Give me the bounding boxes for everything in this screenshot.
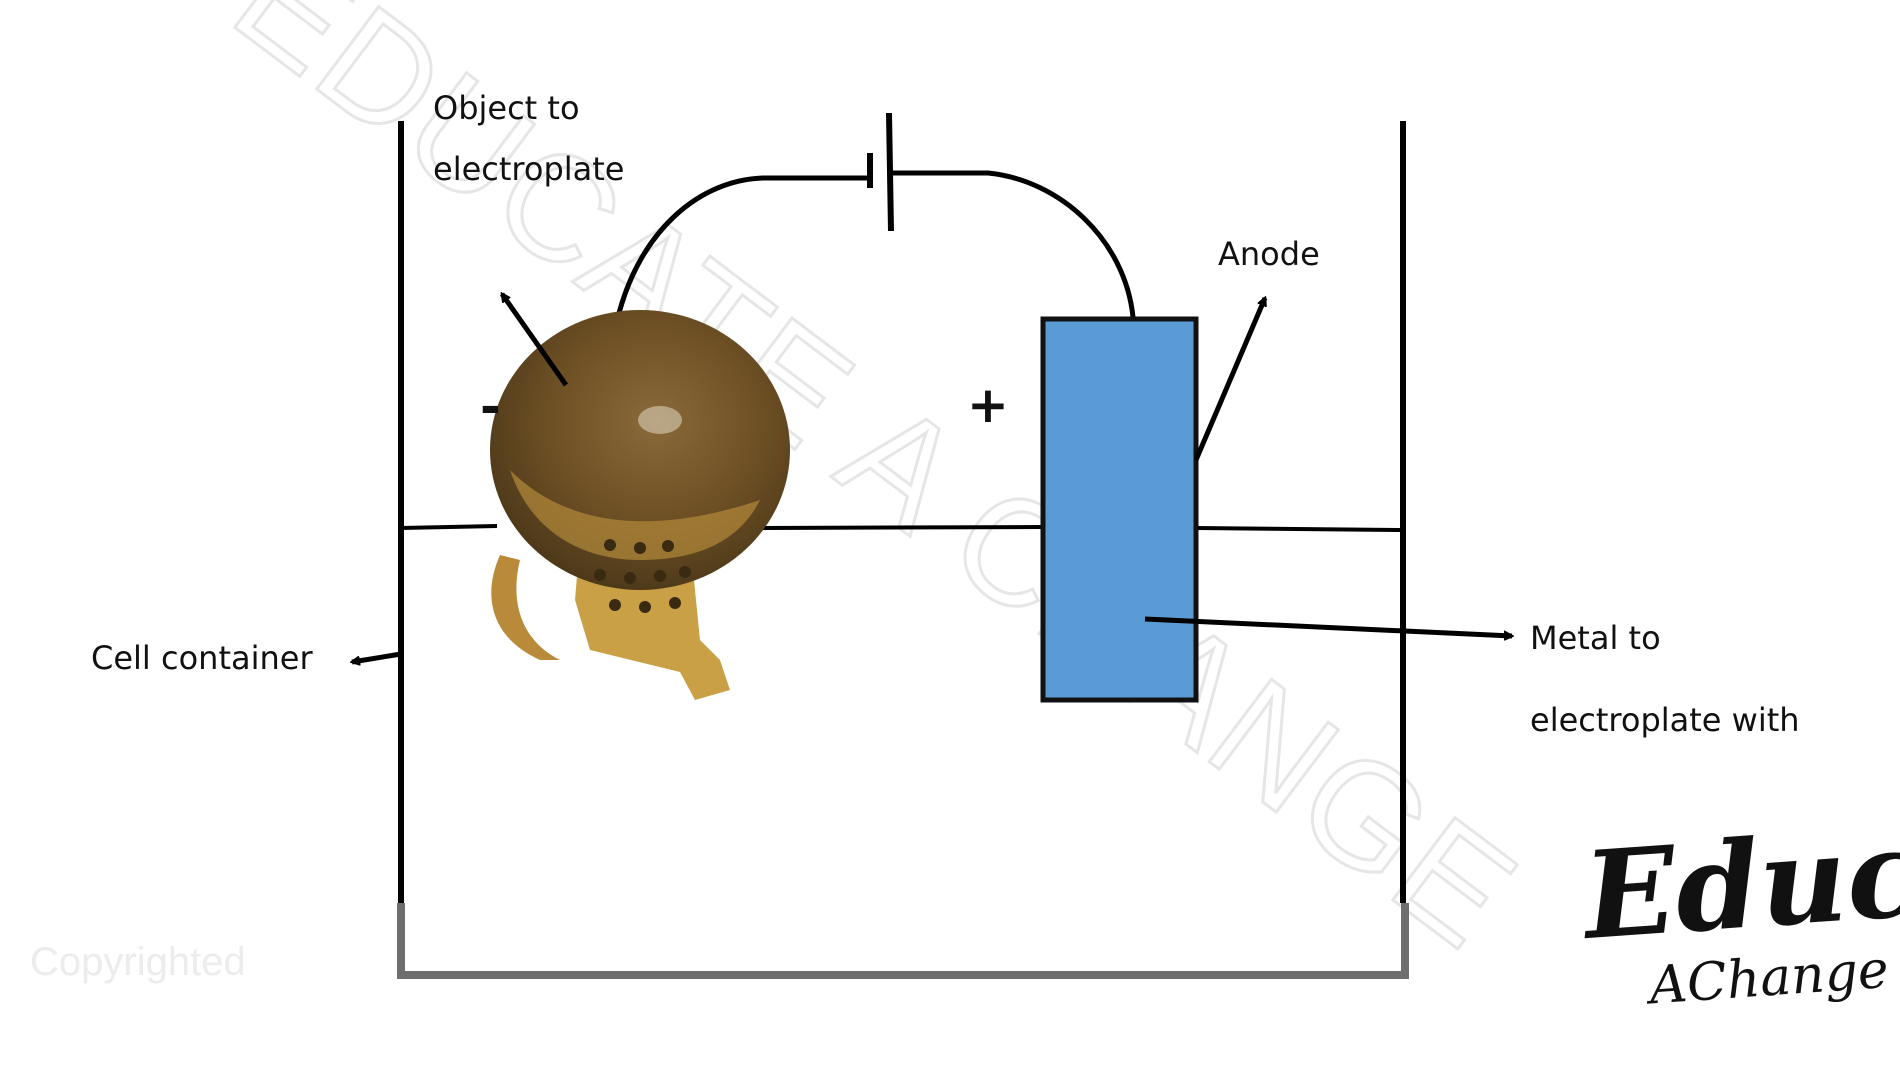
object-arrow: [499, 294, 569, 387]
battery-icon: [867, 112, 894, 232]
cell-container-label: Cell container: [91, 639, 313, 677]
electrolyte-surface: [400, 524, 1404, 532]
circuit-wire: [615, 170, 1136, 318]
copyright-watermark: Copyrighted: [30, 940, 246, 984]
container-arrow: [352, 651, 402, 662]
watermark: EDUCATE A CHANGE: [206, 0, 1545, 978]
jug-object: [490, 310, 790, 700]
anode-plate: [1040, 316, 1199, 703]
logo-line1: Educate: [1577, 788, 1900, 967]
negative-sign: -: [480, 378, 501, 436]
metal-label-line2: electroplate with: [1530, 701, 1800, 739]
metal-label-line1: Metal to: [1530, 619, 1661, 657]
educate-a-change-logo: Educate AChange: [1577, 788, 1900, 1017]
cell-container: [397, 121, 1409, 979]
anode-label: Anode: [1218, 235, 1320, 273]
anode-arrow: [1193, 298, 1265, 461]
metal-arrow: [1144, 616, 1512, 636]
object-label-line2: electroplate: [433, 150, 624, 188]
object-label-line1: Object to: [433, 89, 580, 127]
positive-sign: +: [967, 376, 1009, 434]
